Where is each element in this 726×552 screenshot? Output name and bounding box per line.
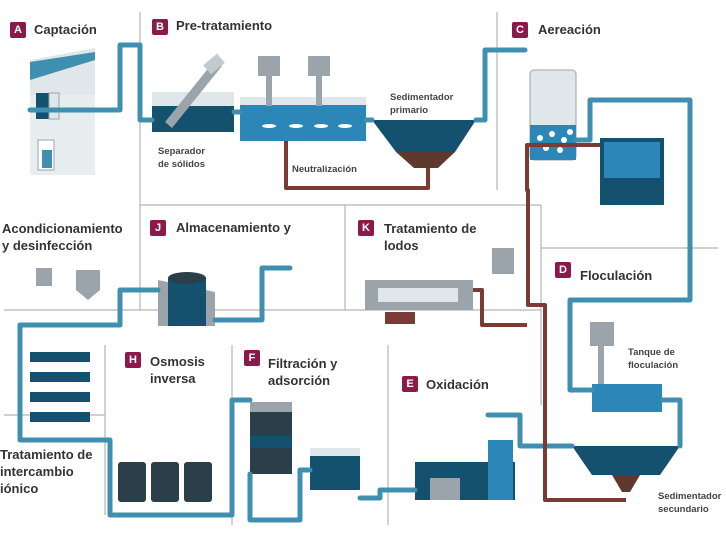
title-acondicionamiento: Acondicionamiento y desinfección	[2, 221, 123, 253]
title-aereacion: Aereación	[538, 22, 601, 37]
badge-k: K	[358, 220, 374, 236]
label-separador: Separador de sólidos	[158, 146, 205, 170]
badge-a: A	[10, 22, 26, 38]
captacion-intake	[30, 48, 95, 175]
tratamiento-lodos	[365, 248, 514, 324]
badge-b: B	[152, 19, 168, 35]
badge-c: C	[512, 22, 528, 38]
title-captacion: Captación	[34, 22, 97, 37]
badge-h: H	[125, 352, 141, 368]
title-almacenamiento: Almacenamiento y	[176, 220, 291, 235]
label-neutralizacion: Neutralización	[292, 164, 357, 175]
title-lodos: Tratamiento de lodos	[384, 221, 477, 253]
title-oxidacion: Oxidación	[426, 377, 489, 392]
floculacion	[572, 322, 680, 492]
water-pipes	[17, 42, 693, 523]
aereacion	[529, 69, 664, 205]
label-sedimentador-primario: Sedimentador primario	[390, 92, 454, 116]
label-sedimentador-secundario: Sedimentador secundario	[658, 491, 722, 515]
section-dividers	[4, 12, 718, 525]
badge-f: F	[244, 350, 260, 366]
title-floculacion: Floculación	[580, 268, 653, 283]
title-osmosis: Osmosis inversa	[150, 354, 205, 386]
acondicionamiento	[36, 268, 100, 300]
badge-j: J	[150, 220, 166, 236]
label-tanque-floculacion: Tanque de floculación	[628, 347, 679, 371]
oxidacion	[415, 440, 515, 500]
badge-d: D	[555, 262, 571, 278]
almacenamiento	[158, 272, 215, 326]
pretratamiento	[152, 53, 476, 168]
osmosis-inversa	[30, 352, 90, 422]
title-pretratamiento: Pre-tratamiento	[176, 18, 273, 33]
title-filtracion: Filtración y adsorción	[268, 356, 338, 388]
title-intercambio: Tratamiento de intercambio iónico	[0, 447, 93, 496]
intercambio-ionico	[118, 462, 212, 502]
filtracion-adsorcion	[250, 402, 360, 490]
sludge-pipes	[284, 141, 626, 502]
badge-e: E	[402, 376, 418, 392]
